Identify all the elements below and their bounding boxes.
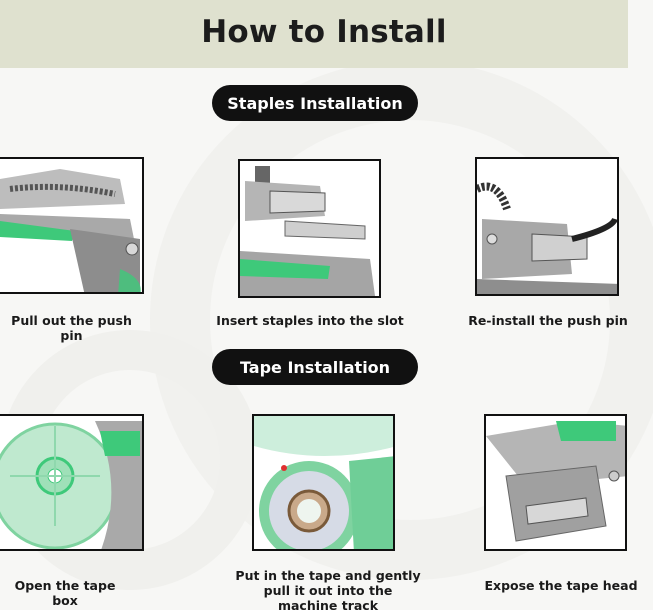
step-caption: Expose the tape head (484, 578, 638, 593)
section-label-staples: Staples Installation (212, 85, 418, 121)
push-pin-reinstall-photo (475, 157, 619, 296)
step-caption: Open the tape box (14, 578, 116, 608)
open-tape-box-photo (0, 414, 144, 551)
step-caption: Pull out the push pin (11, 313, 132, 343)
staple-slot-photo (238, 159, 381, 298)
section-label-tape: Tape Installation (212, 349, 418, 385)
page-title: How to Install (201, 14, 447, 50)
header-band (0, 0, 628, 68)
tape-head-photo (484, 414, 627, 551)
step-caption: Insert staples into the slot (216, 313, 404, 328)
step-caption: Put in the tape and gently pull it out i… (235, 568, 421, 610)
step-caption: Re-install the push pin (468, 313, 628, 328)
tape-roll-photo (252, 414, 395, 551)
staple-gun-spring-photo (0, 157, 144, 294)
